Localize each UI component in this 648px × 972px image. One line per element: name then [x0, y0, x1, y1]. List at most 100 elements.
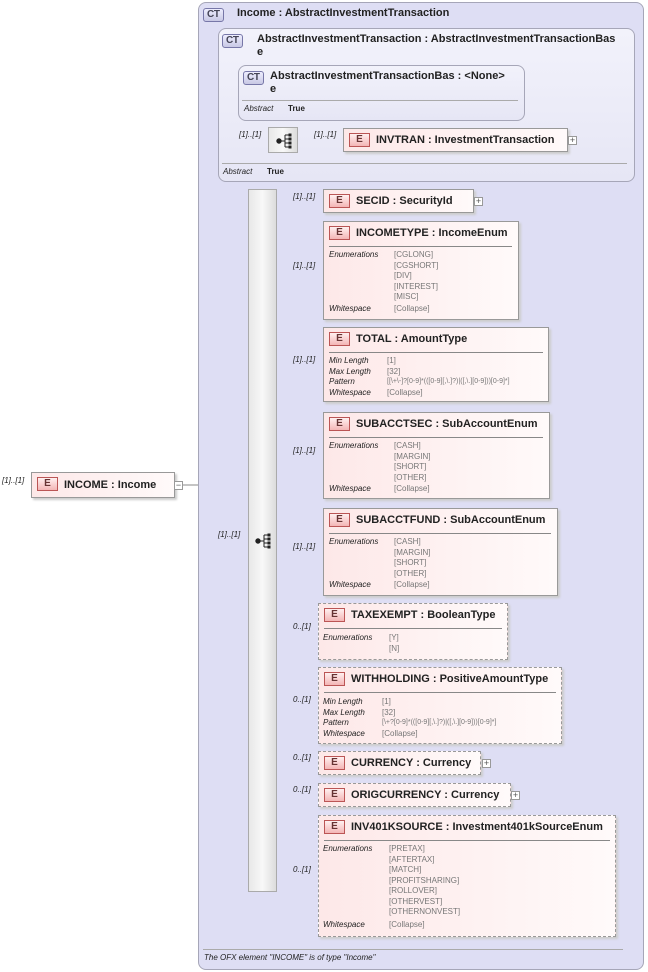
withholding-multiplicity: 0..[1]: [293, 695, 311, 704]
element-name: SECID : SecurityId: [356, 195, 453, 207]
facet-label: Pattern: [323, 718, 349, 727]
element-badge: E: [324, 672, 345, 686]
footer-note: The OFX element "INCOME" is of type "Inc…: [204, 953, 376, 962]
main-seq-multiplicity: [1]..[1]: [218, 530, 241, 539]
expand-icon[interactable]: +: [474, 196, 483, 206]
facet-values: [Collapse]: [394, 304, 430, 313]
element-name: SUBACCTSEC : SubAccountEnum: [356, 418, 538, 430]
currency-multiplicity: 0..[1]: [293, 753, 311, 762]
facet-label: Whitespace: [329, 580, 371, 589]
element-badge: E: [329, 194, 350, 208]
element-badge: E: [329, 513, 350, 527]
main-sequence-compositor[interactable]: [248, 189, 277, 892]
element-badge: E: [349, 133, 370, 147]
divider: [324, 692, 556, 693]
expand-icon[interactable]: +: [511, 790, 520, 800]
aitb-abstract-label: Abstract: [244, 104, 274, 113]
ait-title-line1: AbstractInvestmentTransaction : Abstract…: [257, 33, 616, 45]
element-currency[interactable]: E CURRENCY : Currency: [318, 751, 481, 775]
divider: [242, 100, 518, 101]
sequence-icon: [255, 533, 271, 549]
aitb-title-line1: AbstractInvestmentTransactionBas : <None…: [270, 70, 505, 82]
root-element-income[interactable]: E INCOME : Income: [31, 472, 175, 498]
facet-values: [32]: [387, 366, 401, 376]
ait-abstract-label: Abstract: [223, 167, 253, 176]
element-total[interactable]: E TOTAL : AmountType Min Length [1] Max …: [323, 327, 549, 402]
facet-label: Min Length: [323, 697, 363, 706]
collapse-icon[interactable]: −: [174, 480, 183, 490]
element-name: TAXEXEMPT : BooleanType: [351, 609, 496, 621]
facet-values: [CGLONG][CGSHORT][DIV][INTEREST][MISC]: [394, 250, 439, 301]
facet-values: [Collapse]: [389, 920, 425, 929]
facet-values: [Collapse]: [382, 728, 418, 738]
invtran-seq-multiplicity: [1]..[1]: [239, 130, 262, 139]
element-badge: E: [329, 417, 350, 431]
aitb-abstract-value: True: [288, 104, 305, 113]
expand-icon[interactable]: +: [568, 135, 577, 145]
divider: [329, 533, 551, 534]
element-name: WITHHOLDING : PositiveAmountType: [351, 673, 549, 685]
complex-type-income-title: Income : AbstractInvestmentTransaction: [237, 7, 450, 19]
element-invtran[interactable]: E INVTRAN : InvestmentTransaction: [343, 128, 568, 152]
facet-label: Enumerations: [323, 633, 373, 642]
facet-values: [\+?[0-9]*(([0-9][,\.]?)|([,\.][0-9]))[0…: [382, 719, 497, 726]
origcurrency-multiplicity: 0..[1]: [293, 785, 311, 794]
element-subacctfund[interactable]: E SUBACCTFUND : SubAccountEnum Enumerati…: [323, 508, 558, 596]
element-name: INCOMETYPE : IncomeEnum: [356, 227, 508, 239]
facet-label: Whitespace: [323, 920, 365, 929]
facet-values: [32]: [382, 707, 396, 717]
element-taxexempt[interactable]: E TAXEXEMPT : BooleanType Enumerations […: [318, 603, 508, 660]
facet-values: [Collapse]: [387, 387, 423, 397]
complex-type-abstract-investment-transaction-base: [238, 65, 525, 121]
element-subacctsec[interactable]: E SUBACCTSEC : SubAccountEnum Enumeratio…: [323, 412, 550, 499]
facet-label: Whitespace: [329, 484, 371, 493]
invtran-multiplicity: [1]..[1]: [314, 130, 337, 139]
element-name: TOTAL : AmountType: [356, 333, 468, 345]
root-element-name: INCOME : Income: [64, 479, 157, 491]
divider: [222, 163, 627, 164]
inv401ksource-multiplicity: 0..[1]: [293, 865, 311, 874]
element-origcurrency[interactable]: E ORIGCURRENCY : Currency: [318, 783, 511, 807]
subacctsec-multiplicity: [1]..[1]: [293, 446, 316, 455]
facet-values: [1]: [382, 697, 391, 706]
aitb-title-line2: e: [270, 83, 277, 95]
element-withholding[interactable]: E WITHHOLDING : PositiveAmountType Min L…: [318, 667, 562, 744]
element-badge: E: [329, 332, 350, 346]
element-name: ORIGCURRENCY : Currency: [351, 789, 500, 801]
facet-label: Whitespace: [323, 728, 365, 738]
facet-label: Enumerations: [329, 441, 379, 450]
complex-type-badge: CT: [243, 71, 264, 85]
facet-values: [Collapse]: [394, 484, 430, 493]
element-name: INV401KSOURCE : Investment401kSourceEnum: [351, 821, 603, 833]
element-badge: E: [324, 788, 345, 802]
divider: [329, 246, 512, 247]
element-name: SUBACCTFUND : SubAccountEnum: [356, 514, 546, 526]
element-name: INVTRAN : InvestmentTransaction: [376, 134, 555, 146]
facet-label: Max Length: [329, 366, 371, 376]
element-inv401ksource[interactable]: E INV401KSOURCE : Investment401kSourceEn…: [318, 815, 616, 937]
incometype-multiplicity: [1]..[1]: [293, 261, 316, 270]
expand-icon[interactable]: +: [482, 758, 491, 768]
total-multiplicity: [1]..[1]: [293, 355, 316, 364]
divider: [329, 437, 543, 438]
taxexempt-multiplicity: 0..[1]: [293, 622, 311, 631]
facet-values: [CASH][MARGIN][SHORT][OTHER]: [394, 537, 431, 578]
sequence-compositor[interactable]: [268, 127, 298, 153]
facet-label: Max Length: [323, 707, 365, 717]
ait-title-line2: e: [257, 46, 264, 58]
facet-values: [Collapse]: [394, 580, 430, 589]
element-badge: E: [324, 608, 345, 622]
divider: [324, 628, 502, 629]
element-incometype[interactable]: E INCOMETYPE : IncomeEnum Enumerations […: [323, 221, 519, 320]
sequence-icon: [276, 133, 292, 149]
facet-values: [CASH][MARGIN][SHORT][OTHER]: [394, 441, 431, 482]
element-secid[interactable]: E SECID : SecurityId: [323, 189, 474, 213]
secid-multiplicity: [1]..[1]: [293, 192, 316, 201]
element-name: CURRENCY : Currency: [351, 757, 472, 769]
element-badge: E: [37, 477, 58, 491]
facet-values: [Y][N]: [389, 633, 400, 653]
divider: [203, 949, 623, 950]
element-badge: E: [324, 820, 345, 834]
facet-values: [PRETAX][AFTERTAX][MATCH][PROFITSHARING]…: [389, 844, 461, 916]
facet-label: Enumerations: [329, 250, 379, 259]
